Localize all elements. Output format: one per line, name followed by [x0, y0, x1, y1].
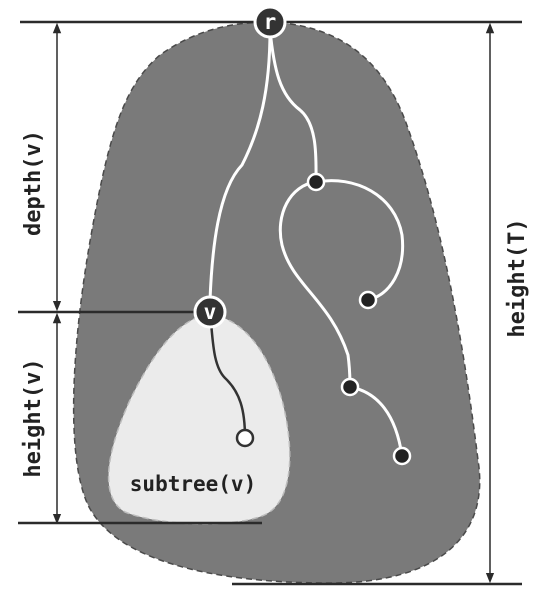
edge-r-v — [208, 28, 272, 302]
node-v — [193, 295, 227, 329]
height-T-label: height(T) — [505, 218, 530, 337]
node-d — [392, 446, 412, 466]
node-b — [340, 377, 360, 397]
subtree-label: subtree(v) — [130, 472, 256, 496]
edge-a-c — [314, 179, 405, 302]
node-v-label: v — [204, 300, 217, 324]
tree-edges — [208, 28, 405, 458]
node-c — [358, 290, 378, 310]
edge-r-a — [268, 28, 318, 184]
node-w — [235, 428, 255, 448]
depth-label: depth(v) — [21, 130, 46, 236]
edge-v-w — [208, 312, 247, 440]
node-a — [306, 172, 326, 192]
node-r — [253, 5, 287, 39]
height-v-label: height(v) — [21, 358, 46, 477]
edge-a-b — [278, 180, 352, 389]
node-r-label: r — [264, 10, 277, 34]
